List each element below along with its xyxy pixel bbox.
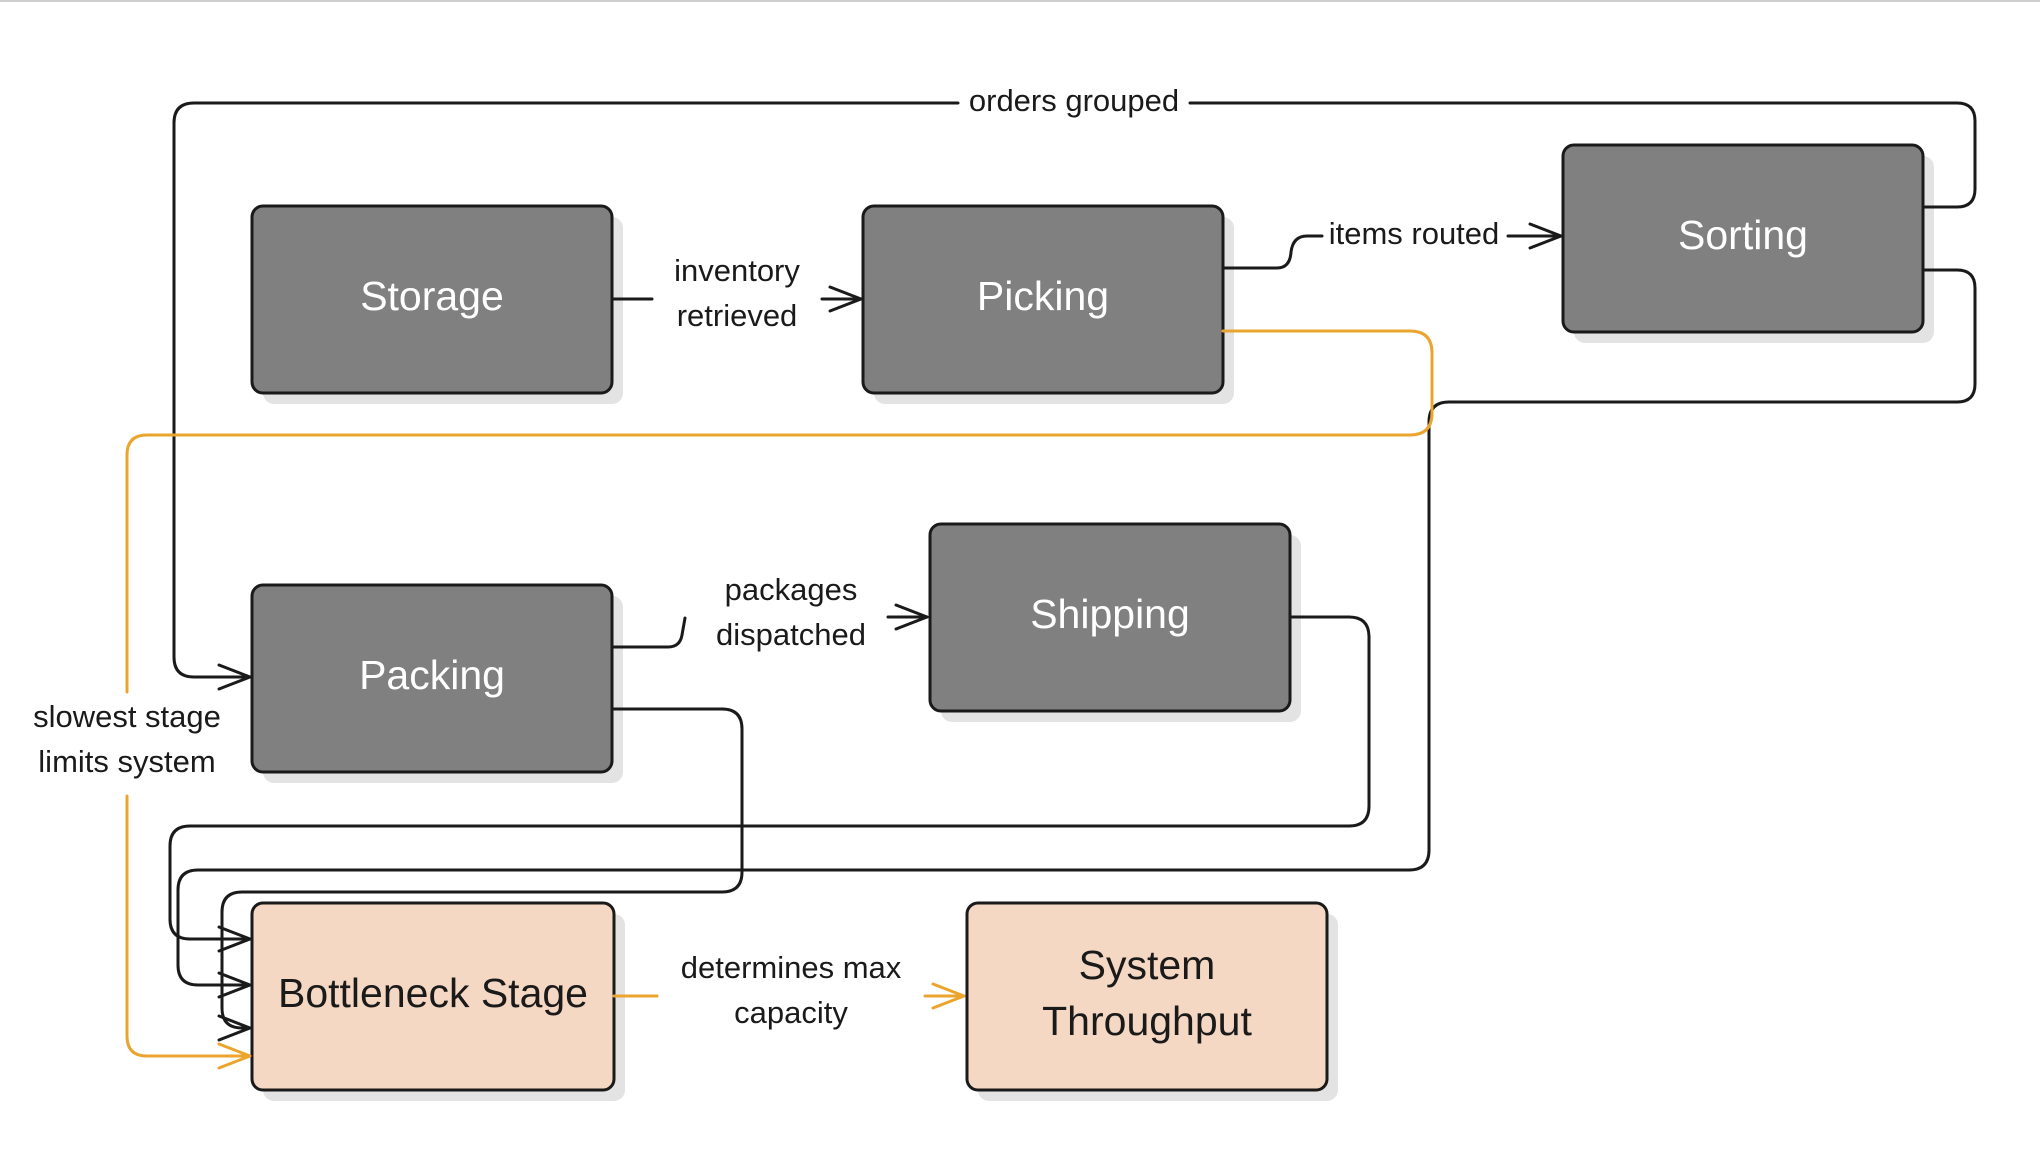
edge-label-line1: determines max — [681, 950, 902, 985]
edge-bottleneck-to-throughput[interactable]: determines max capacity — [612, 950, 966, 1030]
node-box — [250, 583, 614, 774]
node-bottleneck-stage[interactable]: Bottleneck Stage — [250, 901, 625, 1101]
edge-label-line2: limits system — [38, 744, 215, 779]
edge-packing-to-shipping[interactable]: packages dispatched — [610, 572, 929, 652]
edge-line — [125, 329, 1434, 694]
edge-picking-to-bottleneck[interactable]: slowest stage limits system — [33, 329, 1434, 1070]
edge-sorting-to-packing[interactable]: orders grouped — [172, 83, 1977, 691]
edge-line — [168, 615, 1371, 941]
arrowhead-icon — [828, 285, 863, 313]
arrowhead-icon — [217, 971, 252, 999]
arrowhead-icon — [217, 663, 252, 691]
edge-sorting-to-bottleneck[interactable] — [176, 268, 1977, 999]
arrowhead-icon — [217, 925, 252, 953]
arrowhead-icon — [217, 1042, 252, 1070]
node-label-throughput-line2: Throughput — [1042, 998, 1252, 1044]
node-packing[interactable]: Packing — [250, 583, 623, 783]
edge-shipping-to-bottleneck[interactable] — [168, 615, 1371, 953]
node-label-storage: Storage — [360, 273, 504, 319]
arrowhead-icon — [217, 1014, 252, 1042]
edge-line — [610, 616, 687, 649]
node-picking[interactable]: Picking — [861, 204, 1234, 404]
edge-storage-to-picking[interactable]: inventory retrieved — [610, 253, 863, 333]
edge-label-line2: capacity — [734, 995, 848, 1030]
arrowhead-icon — [894, 603, 929, 631]
node-system-throughput[interactable]: System Throughput — [965, 901, 1338, 1101]
edge-line — [125, 794, 251, 1058]
edge-label: orders grouped — [969, 83, 1179, 118]
node-label-bottleneck: Bottleneck Stage — [278, 970, 588, 1016]
edge-label-line1: packages — [725, 572, 858, 607]
edge-label-line2: retrieved — [677, 298, 798, 333]
node-label-sorting: Sorting — [1678, 212, 1808, 258]
node-sorting[interactable]: Sorting — [1561, 143, 1934, 343]
node-box — [965, 901, 1329, 1092]
edge-line — [1188, 101, 1977, 209]
node-label-picking: Picking — [977, 273, 1109, 319]
edge-picking-to-sorting[interactable]: items routed — [1221, 216, 1563, 270]
node-label-shipping: Shipping — [1030, 591, 1190, 637]
arrowhead-icon — [1528, 222, 1563, 250]
edge-label-line1: slowest stage — [33, 699, 221, 734]
edge-label-line1: inventory — [674, 253, 800, 288]
node-storage[interactable]: Storage — [250, 204, 623, 404]
node-label-throughput-line1: System — [1079, 942, 1216, 988]
arrowhead-icon — [931, 982, 966, 1010]
node-box — [861, 204, 1225, 395]
edge-packing-to-bottleneck[interactable] — [217, 707, 744, 1042]
node-box — [1561, 143, 1925, 334]
node-label-packing: Packing — [359, 652, 505, 698]
edge-line — [1221, 234, 1324, 270]
edge-label: items routed — [1329, 216, 1500, 251]
node-shipping[interactable]: Shipping — [928, 522, 1301, 722]
edge-line — [172, 101, 960, 679]
edge-label-line2: dispatched — [716, 617, 866, 652]
edge-line — [176, 268, 1977, 987]
